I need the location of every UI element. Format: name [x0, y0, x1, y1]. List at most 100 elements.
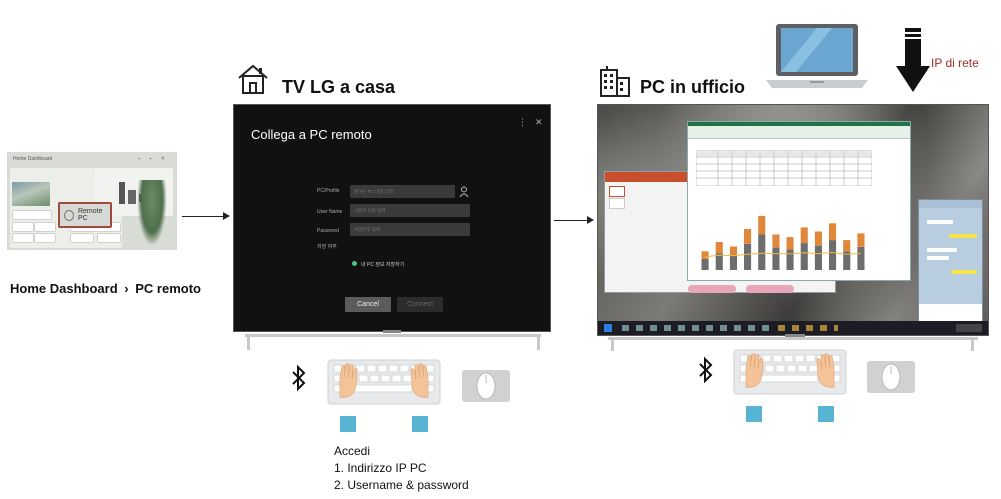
tv-base	[245, 334, 541, 337]
remote-pc-icon	[64, 209, 74, 221]
chat-bubble	[927, 256, 949, 260]
dashboard-tile	[70, 233, 94, 243]
tv-foot-right	[971, 337, 974, 351]
dashboard-title: Home Dashboard	[13, 156, 53, 162]
chart-bar	[729, 246, 737, 256]
chart-bar	[715, 253, 723, 270]
chart-bar	[786, 249, 794, 270]
chart-bar	[701, 258, 709, 270]
chart-bar	[857, 246, 865, 270]
login-steps: Accedi 1. Indirizzo IP PC 2. Username & …	[334, 443, 469, 494]
chart-bar	[843, 240, 851, 252]
chart-bar	[800, 227, 808, 244]
dashboard-tile	[12, 233, 34, 243]
chart-bar	[814, 245, 822, 270]
slide-pill	[746, 285, 794, 293]
remote-pc-dialog-title: Collega a PC remoto	[251, 127, 372, 142]
speaker-icon	[128, 190, 136, 204]
home-heading: TV LG a casa	[282, 77, 396, 97]
dashboard-caption: Home Dashboard › PC remoto	[10, 281, 201, 296]
dashboard-tile	[34, 222, 56, 232]
mouse-icon	[462, 370, 510, 402]
password-input[interactable]: 비밀번호 입력	[350, 223, 470, 236]
caption-home-dashboard: Home Dashboard	[10, 281, 118, 296]
login-step-2: 2. Username & password	[334, 478, 469, 492]
tv-base	[608, 337, 978, 340]
chart-bar	[758, 215, 766, 235]
dashboard-tile	[12, 210, 52, 220]
chart-bar	[829, 223, 837, 241]
chat-bubble	[951, 270, 977, 274]
office-heading: PC in ufficio	[640, 77, 745, 97]
cancel-button[interactable]: Cancel	[345, 297, 391, 312]
dashboard-window-icons: ▪ ▪ ✕	[138, 156, 169, 162]
plant-decor	[137, 180, 167, 246]
tv-foot-left	[611, 337, 614, 351]
field-label-password: Password	[317, 228, 339, 234]
username-input[interactable]: 사용자 이름 입력	[350, 204, 470, 217]
dashboard-tile	[34, 233, 56, 243]
flow-arrow-2	[554, 216, 594, 224]
chart-bar	[843, 251, 851, 270]
connect-button[interactable]: Connect	[397, 297, 443, 312]
login-steps-title: Accedi	[334, 444, 371, 458]
chart-bar	[744, 243, 752, 270]
tv-foot-right	[537, 334, 540, 350]
chat-bubble	[949, 234, 977, 238]
taskbar-clock	[956, 324, 982, 332]
chart-bar	[814, 231, 822, 246]
keyboard-with-hands-icon	[733, 349, 847, 422]
pc-profile-input[interactable]: 원하는 PC 이름 입력	[350, 185, 455, 198]
taskbar	[598, 321, 988, 335]
chat-bubble	[927, 220, 953, 224]
chart-bar	[857, 233, 865, 247]
save-toggle-label: 내 PC 정보 저장하기	[361, 262, 405, 268]
home-tv-screen	[233, 104, 551, 332]
field-label-profile: PC/Profile	[317, 188, 340, 194]
house-icon	[238, 64, 268, 94]
chart-bar	[758, 234, 766, 270]
field-label-username: User Name	[317, 209, 343, 215]
save-label: 저장 여부	[317, 244, 337, 250]
taskbar-apps[interactable]	[622, 325, 772, 331]
save-toggle-icon[interactable]	[352, 261, 357, 266]
user-icon[interactable]	[459, 186, 469, 198]
chat-bubble	[927, 248, 957, 252]
chart-bar	[715, 242, 723, 254]
laptop-icon	[766, 24, 868, 88]
speaker-icon	[119, 182, 125, 204]
dialog-controls: ⋮✕	[518, 117, 551, 127]
chart-bar	[772, 247, 780, 270]
chart-bar	[786, 237, 794, 250]
bluetooth-icon	[699, 356, 713, 384]
start-icon[interactable]	[604, 324, 612, 332]
remote-pc-tile[interactable]: Remote PC	[58, 202, 112, 228]
keyboard-with-hands-icon	[327, 359, 441, 432]
spreadsheet-window	[687, 121, 911, 281]
down-arrow-icon	[896, 28, 930, 92]
slide-pill	[688, 285, 736, 293]
tv-stand-neck	[785, 334, 805, 337]
remote-pc-label: Remote PC	[77, 208, 103, 222]
chat-window	[918, 199, 983, 323]
chart-bar	[829, 240, 837, 270]
chart-bar	[772, 234, 780, 248]
spreadsheet-ribbon	[688, 122, 910, 139]
ip-label: IP di rete	[931, 56, 979, 70]
spreadsheet-table	[696, 150, 872, 186]
tv-foot-left	[247, 334, 250, 350]
chart-line	[705, 251, 861, 258]
bluetooth-icon	[292, 364, 306, 392]
login-step-1: 1. Indirizzo IP PC	[334, 461, 427, 475]
mouse-icon	[867, 361, 915, 393]
flow-arrow-1	[182, 212, 230, 220]
caption-separator: ›	[124, 281, 129, 296]
dashboard-tile	[12, 222, 34, 232]
spreadsheet-chart	[701, 215, 865, 270]
chart-bar	[701, 251, 709, 259]
chart-bar	[744, 228, 752, 244]
taskbar-apps[interactable]	[778, 325, 838, 331]
dashboard-tile	[97, 233, 121, 243]
chart-bar	[800, 243, 808, 270]
tv-stand-neck	[383, 330, 401, 333]
